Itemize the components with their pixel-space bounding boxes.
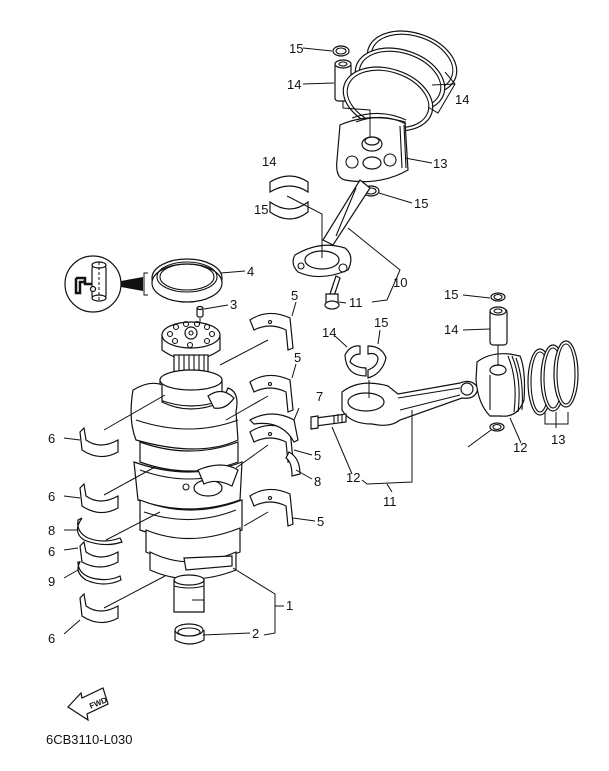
main-bearing-lower-2[interactable] [79,482,119,514]
callout-14: 14 [262,154,276,169]
callout-8: 8 [48,523,55,538]
rod-bearing-top[interactable] [269,175,309,220]
callout-3: 3 [230,297,237,312]
callout-12: 14 [455,92,469,107]
callout-7: 8 [314,474,321,489]
piston-ring-set-lower[interactable] [527,340,579,416]
rod-bolt-top[interactable] [324,275,341,310]
callout-13: 14 [287,77,301,92]
piston-pin-clip-top[interactable] [332,45,350,57]
callout-13: 14 [444,322,458,337]
main-bearing-upper-2[interactable] [249,374,294,413]
thrust-washer-8-upper[interactable] [76,517,123,546]
main-bearing-lower-1[interactable] [79,426,119,458]
callout-9: 11 [383,494,397,509]
crankshaft-bushing[interactable] [174,623,205,645]
rod-bearing-lower[interactable] [344,345,387,379]
main-bearing-lower-4[interactable] [79,592,119,624]
callout-11: 13 [433,156,447,171]
callout-15: 15 [444,287,458,302]
callout-6: 6 [48,631,55,646]
callout-6: 6 [48,489,55,504]
main-bearing-lower-3[interactable] [79,540,119,568]
callout-5: 5 [294,350,301,365]
callout-12: 13 [551,432,565,447]
callout-10: 12 [346,470,360,485]
callout-15: 15 [414,196,428,211]
callout-11: 12 [513,440,527,455]
callout-6: 6 [48,544,55,559]
diagram-code: 6CB3110-L030 [46,732,133,747]
piston-top[interactable] [336,112,409,183]
detail-magnifier [64,255,148,313]
callout-7: 7 [316,389,323,404]
callout-1: 1 [286,598,293,613]
fwd-arrow-icon: FWD [67,687,109,722]
piston-pin-lower[interactable] [489,306,508,346]
callout-14: 15 [254,202,268,217]
piston-lower[interactable] [475,353,526,417]
callout-14: 14 [322,325,336,340]
callout-15: 15 [289,41,303,56]
callout-8: 9 [48,574,55,589]
oil-seal[interactable] [151,258,223,303]
crankshaft[interactable] [130,320,243,613]
callout-14: 15 [374,315,388,330]
callout-10: 11 [349,295,363,310]
thrust-washer-lower[interactable] [285,451,301,477]
callout-5: 5 [314,448,321,463]
main-bearing-upper-1[interactable] [249,312,294,351]
connecting-rod-top[interactable] [292,179,371,278]
dowel-pin[interactable] [196,305,204,318]
main-bearing-upper-3[interactable] [249,424,294,463]
thrust-washer-8-lower[interactable] [77,561,122,585]
callout-4: 4 [247,264,254,279]
callout-9: 10 [393,275,407,290]
callout-5: 5 [317,514,324,529]
thrust-washer-upper[interactable] [249,413,299,443]
callout-6: 6 [48,431,55,446]
rod-bolt-lower[interactable] [310,413,347,430]
piston-pin-clip-lower-top[interactable] [490,292,506,302]
callout-5: 5 [291,288,298,303]
piston-pin-clip-lower-bottom[interactable] [489,422,505,432]
callout-2: 2 [252,626,259,641]
connecting-rod-lower[interactable] [341,380,479,426]
main-bearing-upper-4[interactable] [249,488,294,527]
